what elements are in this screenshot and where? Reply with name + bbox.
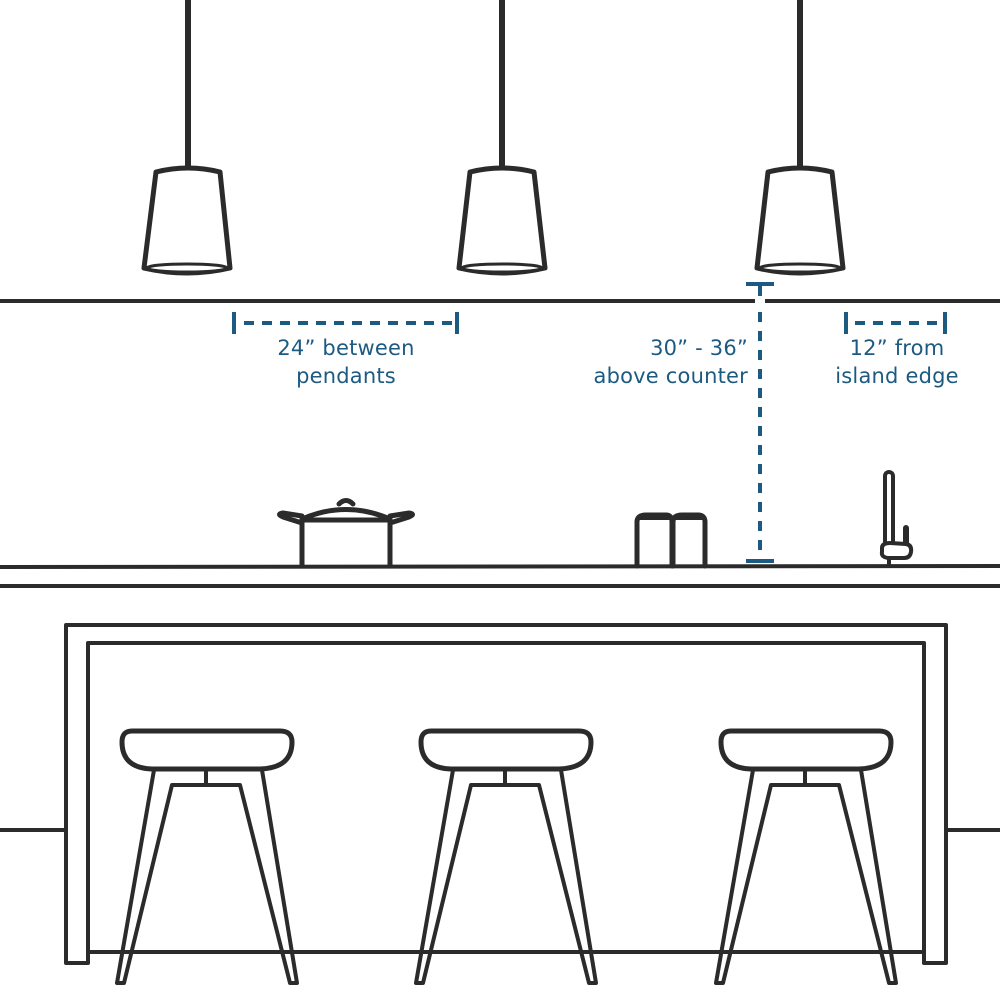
- label-height-line2: above counter: [593, 364, 748, 388]
- label-between-pendants-line2: pendants: [296, 364, 396, 388]
- label-island-edge-line1: 12” from: [849, 336, 945, 360]
- dimension-from-island-edge: [844, 312, 947, 334]
- label-island-edge-line2: island edge: [835, 364, 959, 388]
- bar-stool-center: [414, 728, 598, 985]
- bar-stool-left: [115, 728, 299, 985]
- pendant-light-center: [456, 0, 548, 276]
- label-between-pendants-line1: 24” between: [277, 336, 415, 360]
- pendant-light-left: [141, 0, 233, 276]
- dimension-height-above-counter: [746, 282, 774, 563]
- label-from-island-edge: 12” from island edge: [812, 334, 982, 390]
- label-between-pendants: 24” between pendants: [236, 334, 456, 390]
- faucet-icon: [879, 470, 914, 566]
- stock-pot-icon: [277, 498, 415, 568]
- canisters-icon: [634, 512, 708, 569]
- label-height-above-counter: 30” - 36” above counter: [540, 334, 748, 390]
- countertop-surface: [0, 564, 1000, 569]
- pendant-light-right: [754, 0, 846, 276]
- dimension-between-pendants: [232, 312, 459, 334]
- bar-stool-right: [714, 728, 898, 985]
- island-cabinet: [64, 623, 948, 965]
- label-height-line1: 30” - 36”: [650, 336, 748, 360]
